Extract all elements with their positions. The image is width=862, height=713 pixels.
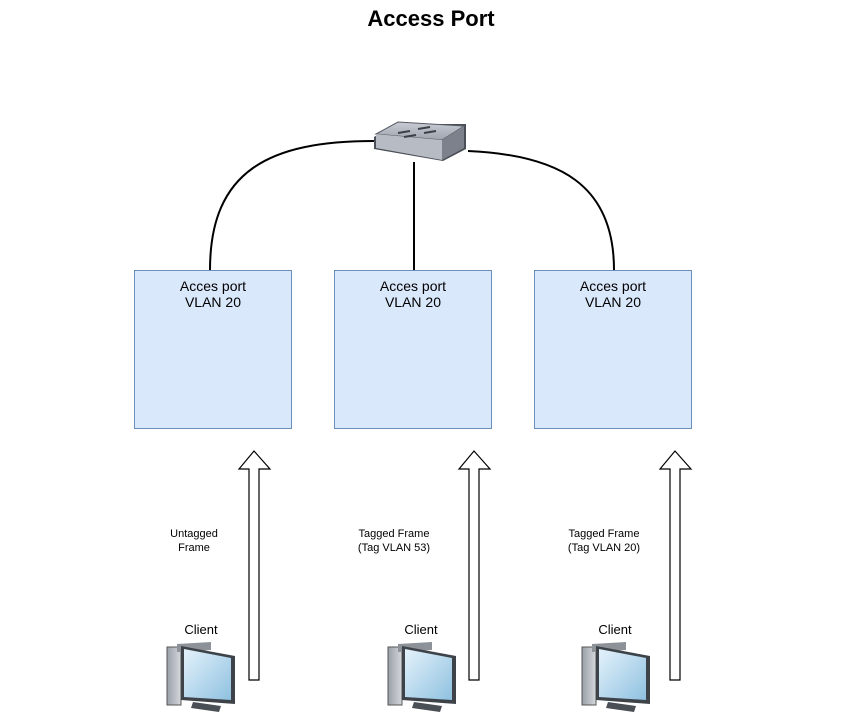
access-port-label: Acces port VLAN 20 (535, 278, 691, 310)
access-port-box-1: Acces port VLAN 20 (134, 270, 292, 429)
computer-icon (387, 642, 456, 712)
network-switch-icon (374, 121, 466, 161)
upload-arrow-3 (658, 450, 693, 681)
link-port-3 (467, 150, 615, 271)
access-port-label: Acces port VLAN 20 (135, 278, 291, 310)
frame-type-text: Untagged (170, 528, 218, 540)
frame-detail-text: (Tag VLAN 53) (357, 542, 431, 554)
link-port-1 (209, 140, 375, 271)
upload-arrow-2 (457, 450, 492, 681)
access-port-box-3: Acces port VLAN 20 (534, 270, 692, 429)
frame-label-2: Tagged Frame (Tag VLAN 53) (334, 527, 454, 555)
client-label-3: Client (598, 622, 632, 637)
frame-type-text: Tagged Frame (568, 528, 640, 540)
access-port-label: Acces port VLAN 20 (335, 278, 491, 310)
port-vlan-text: VLAN 20 (584, 294, 642, 310)
port-vlan-text: VLAN 20 (184, 294, 242, 310)
port-mode-text: Acces port (579, 278, 647, 294)
port-mode-text: Acces port (179, 278, 247, 294)
frame-detail-text: Frame (178, 542, 210, 554)
frame-type-text: Tagged Frame (358, 528, 430, 540)
frame-detail-text: (Tag VLAN 20) (567, 542, 641, 554)
client-label-1: Client (184, 622, 218, 637)
upload-arrow-1 (237, 450, 272, 681)
port-mode-text: Acces port (379, 278, 447, 294)
computer-icon (581, 642, 650, 712)
port-vlan-text: VLAN 20 (384, 294, 442, 310)
access-port-box-2: Acces port VLAN 20 (334, 270, 492, 429)
client-label-2: Client (404, 622, 438, 637)
computer-icon (166, 642, 235, 712)
frame-label-3: Tagged Frame (Tag VLAN 20) (544, 527, 664, 555)
diagram-title: Access Port (367, 6, 495, 31)
frame-label-1: Untagged Frame (134, 527, 254, 555)
